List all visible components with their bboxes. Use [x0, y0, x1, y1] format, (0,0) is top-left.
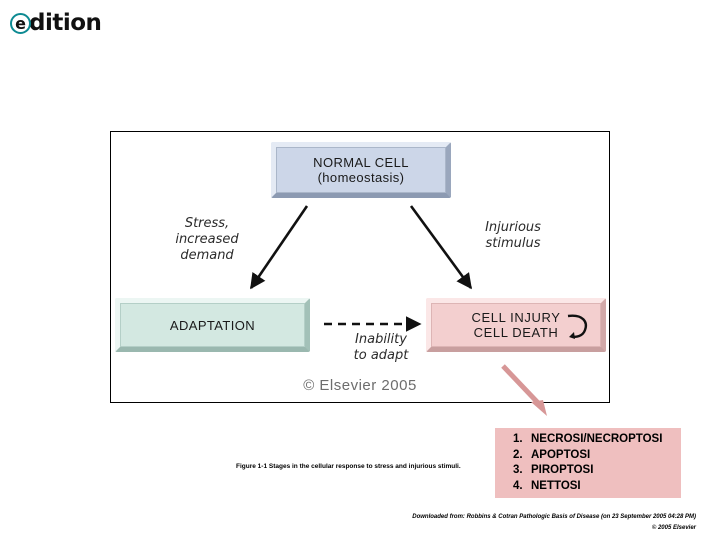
list-item-label: PIROPTOSI [531, 464, 594, 476]
box-adaptation: ADAPTATION [115, 298, 310, 352]
box-adaptation-label: ADAPTATION [169, 317, 256, 333]
source-footer-line2: © 2005 Elsevier [651, 525, 696, 531]
source-footer-line1: Downloaded from: Robbins & Cotran Pathol… [412, 514, 696, 520]
logo-wordmark: dition [29, 9, 102, 36]
label-stress-increased-demand: Stress, increased demand [159, 216, 255, 264]
list-item-number: 3. [513, 464, 523, 476]
label-inability-line2: to adapt [353, 348, 409, 363]
label-stress-line3: demand [180, 248, 234, 263]
logo-e-icon: e [10, 12, 31, 34]
label-injurious-line1: Injurious [485, 220, 541, 235]
source-footer: Downloaded from: Robbins & Cotran Pathol… [300, 512, 696, 534]
list-item-label: NETTOSI [531, 479, 581, 492]
figure-frame: NORMAL CELL (homeostasis) ADAPTATION CEL… [110, 131, 610, 403]
box-cell-injury-death: CELL INJURY CELL DEATH [426, 298, 606, 352]
list-item: 3. PIROPTOSI [495, 463, 681, 479]
list-item: 2. APOPTOSI [495, 448, 681, 464]
label-stress-line1: Stress, [184, 216, 230, 231]
label-inability-line1: Inability [355, 332, 407, 347]
curved-recycle-arrow-icon [567, 314, 587, 339]
label-inability-to-adapt: Inability to adapt [333, 332, 429, 364]
list-item-number: 2. [513, 448, 523, 461]
list-item-label: APOPTOSI [531, 448, 591, 461]
elsevier-copyright-mark: © Elsevier 2005 [303, 377, 417, 394]
figure-caption: Figure 1-1 Stages in the cellular respon… [236, 463, 461, 470]
list-item: 4. NETTOSI [495, 479, 681, 495]
list-item: 1. NECROSI/NECROPTOSI [495, 432, 681, 448]
box-normal-cell-line1: NORMAL CELL [313, 155, 409, 170]
box-normal-cell: NORMAL CELL (homeostasis) [271, 142, 451, 198]
label-stress-line2: increased [175, 232, 239, 247]
box-cell-injury-line1: CELL INJURY [471, 310, 561, 325]
list-item-label: NECROSI/NECROPTOSI [531, 433, 663, 445]
list-item-number: 1. [513, 433, 523, 445]
cell-death-types-list: 1. NECROSI/NECROPTOSI 2. APOPTOSI 3. PIR… [495, 428, 681, 498]
box-cell-injury-line2: CELL DEATH [473, 325, 559, 340]
red-arrow-down-right-icon [501, 364, 547, 416]
edition-logo: e dition [10, 9, 102, 36]
list-item-number: 4. [513, 479, 523, 492]
arrow-down-left-icon [249, 205, 309, 290]
label-injurious-stimulus: Injurious stimulus [461, 220, 565, 252]
label-injurious-line2: stimulus [485, 236, 541, 251]
box-normal-cell-line2: (homeostasis) [317, 170, 405, 185]
